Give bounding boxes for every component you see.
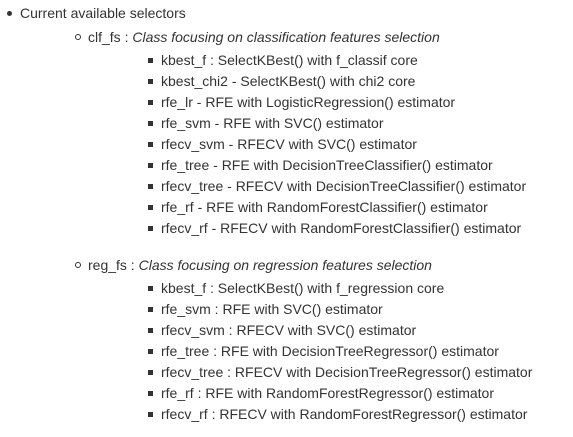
list-item: kbest_f : SelectKBest() with f_regressio… xyxy=(161,280,445,296)
group-description: Class focusing on classification feature… xyxy=(132,29,440,45)
square-bullet-icon xyxy=(148,121,153,126)
group-heading-clf-fs: clf_fs : Class focusing on classificatio… xyxy=(88,27,440,47)
square-bullet-icon xyxy=(148,58,153,63)
list-item: rfecv_rf - RFECV with RandomForestClassi… xyxy=(161,220,522,236)
square-bullet-icon xyxy=(148,142,153,147)
list-item: rfecv_svm - RFECV with SVC() estimator xyxy=(161,136,417,152)
square-bullet-icon xyxy=(148,79,153,84)
square-bullet-icon xyxy=(148,184,153,189)
group-name: reg_fs xyxy=(88,257,127,273)
group-separator: : xyxy=(126,257,139,273)
list-item: rfe_svm : RFE with SVC() estimator xyxy=(161,301,383,317)
group-name: clf_fs xyxy=(88,29,121,45)
list-item: rfecv_svm : RFECV with SVC() estimator xyxy=(161,322,417,338)
top-list-item-text: Current available selectors xyxy=(20,5,186,21)
square-bullet-icon xyxy=(148,226,153,231)
list-item: rfe_rf : RFE with RandomForestRegressor(… xyxy=(161,385,494,401)
list-item: rfecv_rf : RFECV with RandomForestRegres… xyxy=(161,406,528,422)
list-item: rfe_tree : RFE with DecisionTreeRegresso… xyxy=(161,343,499,359)
square-bullet-icon xyxy=(148,163,153,168)
square-bullet-icon xyxy=(148,349,153,354)
group-separator: : xyxy=(120,29,133,45)
square-bullet-icon xyxy=(148,286,153,291)
square-bullet-icon xyxy=(148,100,153,105)
circle-bullet-icon xyxy=(75,34,81,40)
square-bullet-icon xyxy=(148,205,153,210)
list-item: rfe_rf - RFE with RandomForestClassifier… xyxy=(161,199,488,215)
square-bullet-icon xyxy=(148,391,153,396)
disc-bullet-icon xyxy=(7,11,12,16)
list-item: rfecv_tree : RFECV with DecisionTreeRegr… xyxy=(161,364,533,380)
square-bullet-icon xyxy=(148,307,153,312)
square-bullet-icon xyxy=(148,328,153,333)
list-item: rfecv_tree - RFECV with DecisionTreeClas… xyxy=(161,178,527,194)
list-item: rfe_svm - RFE with SVC() estimator xyxy=(161,115,384,131)
square-bullet-icon xyxy=(148,412,153,417)
list-item: rfe_tree - RFE with DecisionTreeClassifi… xyxy=(161,157,493,173)
square-bullet-icon xyxy=(148,370,153,375)
group-description: Class focusing on regression features se… xyxy=(138,257,432,273)
group-heading-reg-fs: reg_fs : Class focusing on regression fe… xyxy=(88,255,432,275)
list-item: kbest_f : SelectKBest() with f_classif c… xyxy=(161,52,418,68)
list-item: rfe_lr - RFE with LogisticRegression() e… xyxy=(161,94,456,110)
list-item: kbest_chi2 - SelectKBest() with chi2 cor… xyxy=(161,73,416,89)
circle-bullet-icon xyxy=(75,262,81,268)
